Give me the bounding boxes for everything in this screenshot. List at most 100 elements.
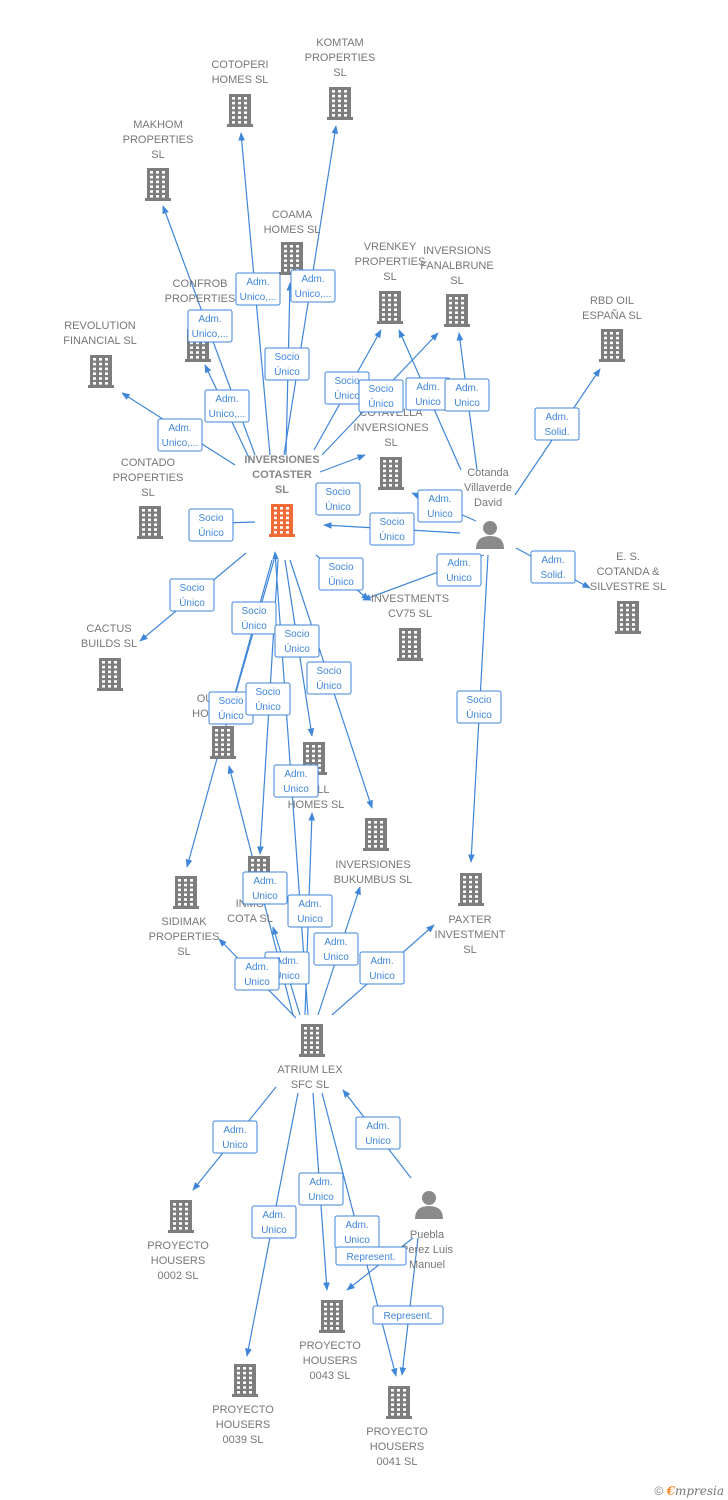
- edge-label-cotaster-revolution[interactable]: Adm.Unico,...: [157, 418, 203, 452]
- edge-label-box[interactable]: [335, 1246, 407, 1266]
- edge-label-box[interactable]: [235, 272, 281, 306]
- building-icon[interactable]: [458, 873, 484, 906]
- edge-label-atrium-ph0002[interactable]: Adm.Unico: [212, 1120, 258, 1154]
- building-icon[interactable]: [327, 87, 353, 120]
- building-icon[interactable]: [232, 1364, 258, 1397]
- edge-label-box[interactable]: [188, 508, 234, 542]
- building-icon[interactable]: [378, 457, 404, 490]
- edge-label-cotanda-escotanda[interactable]: Adm.Solid.: [530, 550, 576, 584]
- edge-label-box[interactable]: [534, 407, 580, 441]
- edge-label-box[interactable]: [306, 661, 352, 695]
- edge-label-box[interactable]: [436, 553, 482, 587]
- edge-label-atrium-ph0041[interactable]: Adm.Unico: [334, 1215, 380, 1249]
- edge-label-box[interactable]: [372, 1305, 444, 1325]
- building-icon[interactable]: [137, 506, 163, 539]
- edge-label-box[interactable]: [313, 932, 359, 966]
- edge-label-puebla-ph0041[interactable]: Represent.: [372, 1305, 444, 1325]
- edge-label-cotanda-rbd[interactable]: Adm.Solid.: [534, 407, 580, 441]
- edge-label-box[interactable]: [245, 682, 291, 716]
- edge-label-box[interactable]: [231, 601, 277, 635]
- edge-label-box[interactable]: [359, 951, 405, 985]
- edge-label-box[interactable]: [318, 557, 364, 591]
- edge-label-box[interactable]: [530, 550, 576, 584]
- edge-label-box[interactable]: [456, 690, 502, 724]
- edge-label-atrium-ouhomes[interactable]: Adm.Unico: [242, 871, 288, 905]
- building-icon[interactable]: [299, 1024, 325, 1057]
- building-icon[interactable]: [269, 504, 295, 537]
- building-icon[interactable]: [444, 294, 470, 327]
- edge-label-box[interactable]: [169, 578, 215, 612]
- edge-label-box[interactable]: [358, 379, 404, 413]
- edge-label-box[interactable]: [287, 894, 333, 928]
- edge-label-cotaster-cotoperi[interactable]: Adm.Unico,...: [235, 272, 281, 306]
- edge-label-puebla-ph0043[interactable]: Represent.: [335, 1246, 407, 1266]
- node-escotanda[interactable]: E. S.COTANDA &SILVESTRE SL: [590, 551, 666, 634]
- building-icon[interactable]: [173, 876, 199, 909]
- edge-label-cotanda-vrenkey[interactable]: Adm.Unico: [405, 377, 451, 411]
- edge-label-atrium-cotaster[interactable]: Adm.Unico: [313, 932, 359, 966]
- edge-label-box[interactable]: [298, 1172, 344, 1206]
- edge-label-box[interactable]: [157, 418, 203, 452]
- building-icon[interactable]: [319, 1300, 345, 1333]
- edge-label-atrium-sidimak[interactable]: Adm.Unico: [234, 957, 280, 991]
- empresia-logo[interactable]: €mpresia: [666, 1484, 724, 1498]
- edge-label-box[interactable]: [234, 957, 280, 991]
- edge-label-atrium-ph0039[interactable]: Adm.Unico: [251, 1205, 297, 1239]
- building-icon[interactable]: [377, 291, 403, 324]
- edge-label-box[interactable]: [264, 347, 310, 381]
- edge-label-box[interactable]: [187, 309, 233, 343]
- building-icon[interactable]: [363, 818, 389, 851]
- building-icon[interactable]: [210, 726, 236, 759]
- edge-label-box[interactable]: [242, 871, 288, 905]
- edge-label-cotaster-confrob[interactable]: Adm.Unico,...: [204, 389, 250, 423]
- edge-label-atrium-bukumbus[interactable]: Adm.Unico: [287, 894, 333, 928]
- building-icon[interactable]: [168, 1200, 194, 1233]
- edge-label-box[interactable]: [274, 624, 320, 658]
- edge-label-puebla-atrium[interactable]: Adm.Unico: [355, 1116, 401, 1150]
- edge-label-box[interactable]: [204, 389, 250, 423]
- edge-label-box[interactable]: [315, 482, 361, 516]
- building-icon[interactable]: [615, 601, 641, 634]
- edge-label-box[interactable]: [290, 269, 336, 303]
- person-icon[interactable]: [415, 1191, 443, 1219]
- building-icon[interactable]: [227, 94, 253, 127]
- building-icon[interactable]: [599, 329, 625, 362]
- building-icon[interactable]: [88, 355, 114, 388]
- edge-label-box[interactable]: [355, 1116, 401, 1150]
- edge-label-cotanda-fanalbrune[interactable]: Adm.Unico: [444, 378, 490, 412]
- edge-label-cotaster-komtam[interactable]: Adm.Unico,...: [290, 269, 336, 303]
- building-icon[interactable]: [97, 658, 123, 691]
- edge-label-cotanda-cv75[interactable]: Adm.Unico: [436, 553, 482, 587]
- person-icon[interactable]: [476, 521, 504, 549]
- edge-label-atrium-ph0043[interactable]: Adm.Unico: [298, 1172, 344, 1206]
- edge-label-atrium-bell[interactable]: Adm.Unico: [273, 764, 319, 798]
